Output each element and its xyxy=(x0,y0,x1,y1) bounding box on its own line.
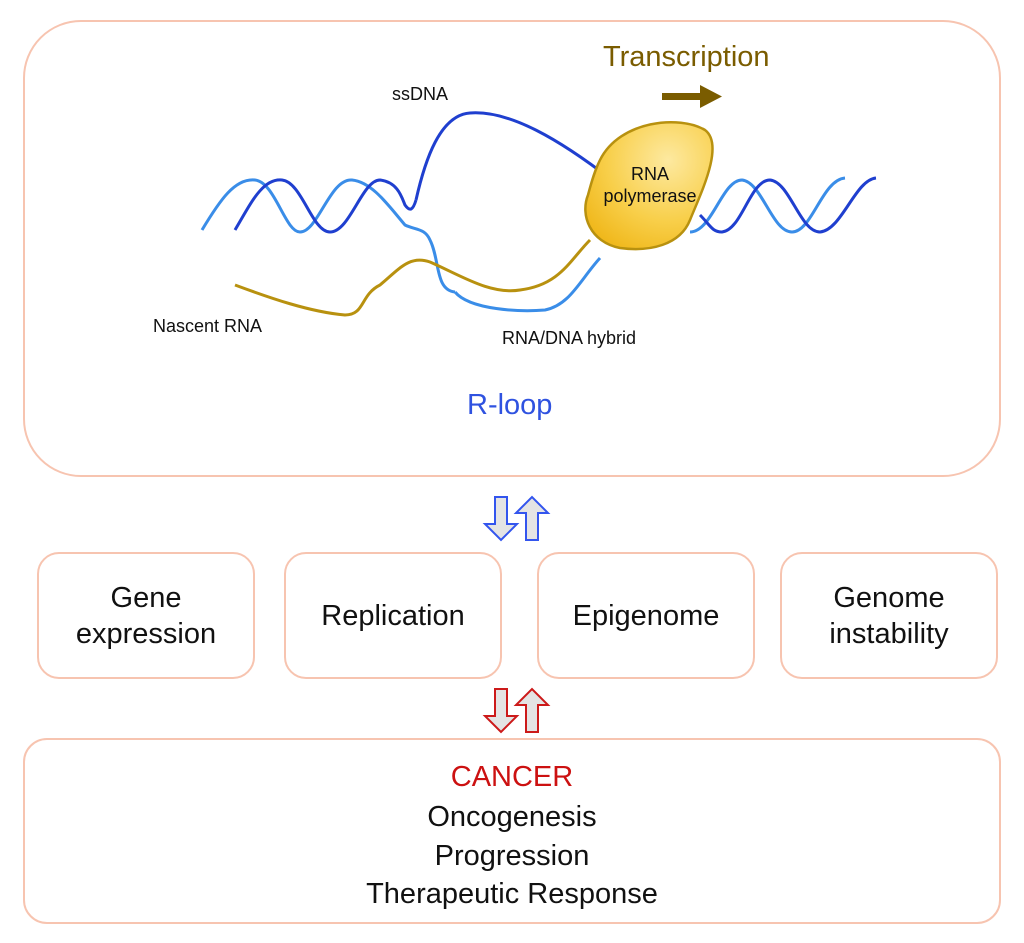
rna-polymerase-shape xyxy=(584,120,714,251)
dna-strand-light-left xyxy=(200,178,456,294)
process-box-replication: Replication xyxy=(284,552,502,679)
dna-strand-dark-left xyxy=(233,178,418,234)
outcome-item: Progression xyxy=(434,840,590,872)
hybrid-label: RNA/DNA hybrid xyxy=(502,328,637,348)
nascent-rna-label: Nascent RNA xyxy=(153,316,263,336)
transcription-label: Transcription xyxy=(603,41,770,73)
dna-strand-light-right xyxy=(689,176,846,234)
process-label: expression xyxy=(75,617,217,650)
rloop-title: R-loop xyxy=(467,389,553,421)
rloop-panel xyxy=(23,20,1001,477)
nascent-rna-strand xyxy=(234,238,592,317)
process-label: Genome xyxy=(833,581,945,614)
outcome-item: Therapeutic Response xyxy=(366,878,658,910)
polymerase-label: RNA polymerase xyxy=(600,163,700,207)
outcome-item: Oncogenesis xyxy=(427,801,597,833)
polymerase-label-line2: polymerase xyxy=(603,186,697,206)
process-label: Epigenome xyxy=(572,599,720,632)
dna-strand-dark-right xyxy=(698,176,877,234)
process-box-epigenome: Epigenome xyxy=(537,552,755,679)
process-label: instability xyxy=(829,617,949,650)
transcription-arrow-icon xyxy=(662,85,722,108)
bidirectional-arrow-red-icon xyxy=(482,687,551,734)
process-label: Replication xyxy=(321,599,465,632)
hybrid-dna-strand xyxy=(453,256,602,313)
cancer-panel xyxy=(23,738,1001,924)
polymerase-label-line1: RNA xyxy=(630,164,669,184)
process-label: Gene xyxy=(110,581,182,614)
bidirectional-arrow-blue-icon xyxy=(482,495,551,542)
cancer-title: CANCER xyxy=(450,761,574,793)
ssdna-label: ssDNA xyxy=(392,84,449,104)
ssdna-strand xyxy=(414,111,613,201)
